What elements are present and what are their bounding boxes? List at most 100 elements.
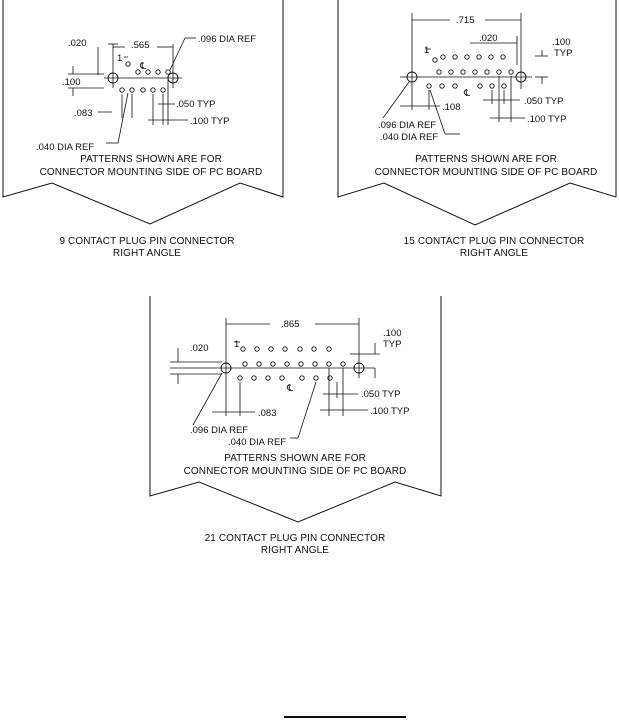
dim-565: .565 — [131, 40, 150, 51]
dim-040-dia-ref: .040 DIA REF — [228, 437, 286, 448]
dim-050-typ: .050 TYP — [524, 96, 563, 107]
dim-108: .108 — [442, 102, 461, 113]
dim-050-typ: .050 TYP — [176, 99, 215, 110]
pin — [448, 69, 454, 75]
pin — [240, 346, 246, 352]
caption-21-line-2: RIGHT ANGLE — [261, 545, 329, 556]
pin — [488, 54, 494, 60]
pin — [452, 83, 458, 89]
pin — [299, 375, 305, 381]
pin — [251, 375, 257, 381]
centerline-symbol: ℄ — [139, 61, 147, 72]
pin — [237, 375, 243, 381]
dim-083: .083 — [74, 108, 93, 119]
pin — [472, 69, 478, 75]
pin — [500, 54, 506, 60]
pattern-note-line-1: PATTERNS SHOWN ARE FOR — [224, 453, 366, 464]
dim-100: .100 — [62, 77, 81, 88]
pin — [464, 54, 470, 60]
panel-21-contact: .865 .100 TYP .020 1 ℄ .050 TYP .100 TYP… — [149, 296, 442, 556]
panel-15-pin-row-bottom — [426, 83, 507, 89]
pin — [150, 87, 156, 93]
pin — [311, 346, 317, 352]
pin — [440, 54, 446, 60]
pin — [501, 83, 507, 89]
pin — [268, 346, 274, 352]
pin — [297, 346, 303, 352]
pin — [432, 57, 438, 63]
pin — [265, 375, 271, 381]
dim-715: .715 — [456, 15, 475, 26]
pin — [436, 69, 442, 75]
panel-21-frame — [149, 296, 442, 523]
pin — [135, 69, 141, 75]
pin — [284, 361, 290, 367]
pin — [496, 69, 502, 75]
dim-100-typ: .100 TYP — [190, 116, 229, 127]
dim-096-dia-ref: .096 DIA REF — [378, 120, 436, 131]
dim-083: .083 — [258, 408, 277, 419]
caption-9-line-1: 9 CONTACT PLUG PIN CONNECTOR — [59, 236, 234, 247]
dim-040-dia-ref: .040 DIA REF — [380, 132, 438, 143]
pattern-note-line-1: PATTERNS SHOWN ARE FOR — [80, 154, 222, 165]
dim-020: .020 — [68, 38, 87, 49]
pin — [155, 69, 161, 75]
pin — [460, 69, 466, 75]
dim-096-dia-ref: .096 DIA REF — [190, 425, 248, 436]
pin — [489, 83, 495, 89]
pin — [340, 361, 346, 367]
caption-9-line-2: RIGHT ANGLE — [113, 248, 181, 259]
pin — [256, 361, 262, 367]
pin — [125, 61, 131, 67]
pin-1-label: 1 — [117, 53, 122, 64]
pin — [298, 361, 304, 367]
pin — [129, 87, 135, 93]
pattern-note-line-2: CONNECTOR MOUNTING SIDE OF PC BOARD — [375, 167, 598, 178]
panel-21-pin-row-top — [240, 346, 346, 367]
pin — [439, 83, 445, 89]
caption-15-line-1: 15 CONTACT PLUG PIN CONNECTOR — [404, 236, 585, 247]
dim-050-typ: .050 TYP — [361, 389, 400, 400]
pin — [484, 69, 490, 75]
pin — [165, 69, 171, 75]
dim-100-typ: .100 TYP — [527, 114, 566, 125]
pin-1-label: 1 — [234, 339, 239, 350]
pin — [242, 361, 248, 367]
pin — [326, 346, 332, 352]
panel-15-pin-row-top — [432, 54, 514, 75]
pin — [270, 361, 276, 367]
pin-1-label: 1 — [424, 45, 429, 56]
pin — [508, 69, 514, 75]
panel-9-contact: .020 .565 .096 DIA REF 1 ℄ .100 .083 .05… — [2, 0, 284, 259]
page-footer-rule — [284, 716, 406, 718]
pin — [279, 375, 285, 381]
pattern-note-line-2: CONNECTOR MOUNTING SIDE OF PC BOARD — [184, 466, 407, 477]
panel-15-contact: .715 .020 .100 TYP 1 ℄ .108 .050 TYP .09… — [337, 0, 617, 259]
pin — [145, 69, 151, 75]
panel-15-frame — [337, 0, 617, 226]
pin — [326, 361, 332, 367]
dim-020: .020 — [479, 33, 498, 44]
pin — [327, 375, 333, 381]
pin — [254, 346, 260, 352]
pin — [119, 87, 125, 93]
pattern-note-line-1: PATTERNS SHOWN ARE FOR — [415, 154, 557, 165]
pin — [313, 375, 319, 381]
dim-040-dia-ref: .040 DIA REF — [36, 142, 94, 153]
caption-21-line-1: 21 CONTACT PLUG PIN CONNECTOR — [205, 533, 386, 544]
dim-865: .865 — [281, 319, 300, 330]
panel-21-pin-row-bottom — [237, 375, 333, 381]
pin — [477, 83, 483, 89]
pin — [282, 346, 288, 352]
pin — [476, 54, 482, 60]
dim-020: .020 — [190, 343, 209, 354]
pin — [452, 54, 458, 60]
dim-100: .100 — [552, 37, 571, 48]
pin — [426, 83, 432, 89]
panel-9-frame — [2, 0, 284, 225]
dim-096-dia-ref: .096 DIA REF — [198, 34, 256, 45]
dim-typ: TYP — [554, 48, 572, 59]
dim-100-typ: .100 TYP — [370, 406, 409, 417]
dim-typ: TYP — [383, 339, 401, 350]
